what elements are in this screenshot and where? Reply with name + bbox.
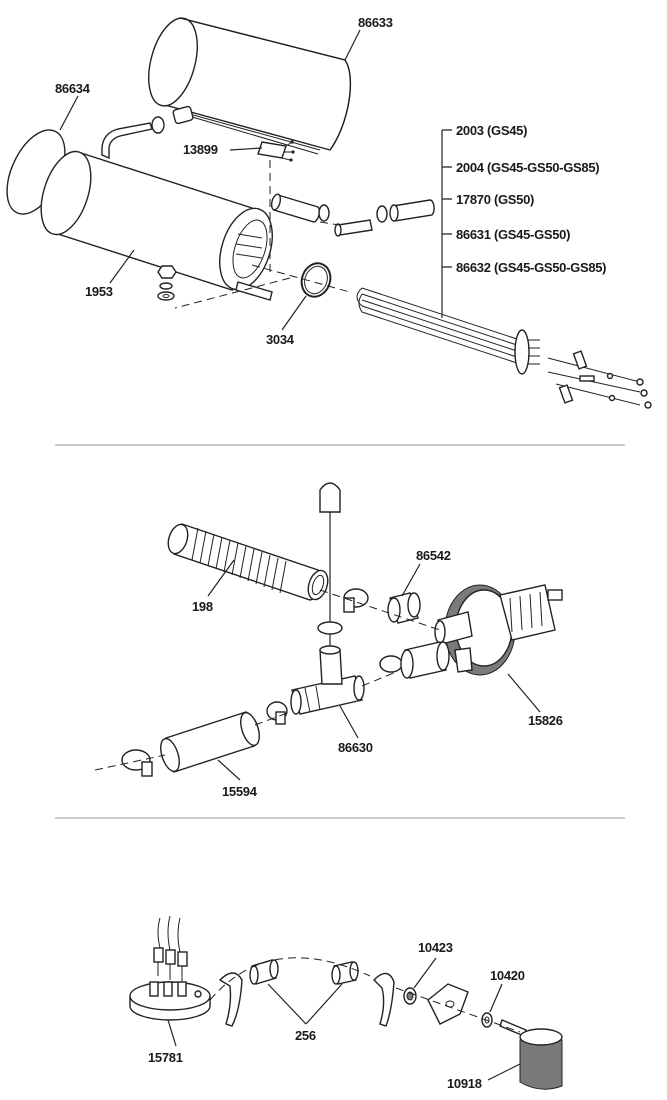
bracket-13899 xyxy=(257,140,295,162)
label-86633: 86633 xyxy=(358,15,393,30)
heater-body-1953 xyxy=(40,150,273,301)
heater-connector-tubes xyxy=(270,193,435,237)
heater-hardware xyxy=(157,265,177,301)
label-1953: 1953 xyxy=(85,284,113,299)
probe-cap xyxy=(319,482,341,660)
hose-198 xyxy=(167,523,329,601)
switch-wires xyxy=(153,915,188,982)
tee-fitting-86630 xyxy=(290,645,365,715)
heater-section xyxy=(6,17,652,409)
nut-10423 xyxy=(403,987,417,1005)
label-86542: 86542 xyxy=(416,548,451,563)
label-86634: 86634 xyxy=(55,81,91,96)
label-3034: 3034 xyxy=(266,332,295,347)
hose-15594 xyxy=(160,711,260,773)
label-256: 256 xyxy=(295,1028,316,1043)
label-10918: 10918 xyxy=(447,1076,482,1091)
label-86631: 86631 (GS45-GS50) xyxy=(456,227,570,242)
strap-right xyxy=(373,972,395,1027)
pump-15826 xyxy=(434,584,563,676)
gasket-3034 xyxy=(300,262,332,298)
label-13899: 13899 xyxy=(183,142,218,157)
spacers-256 xyxy=(249,959,359,985)
label-15594: 15594 xyxy=(222,784,258,799)
pump-clamps xyxy=(121,588,403,777)
pump-section xyxy=(94,482,563,781)
switch-section xyxy=(129,915,563,1090)
label-15781: 15781 xyxy=(148,1050,183,1065)
heating-element xyxy=(356,287,652,409)
label-10423: 10423 xyxy=(418,940,453,955)
label-2003: 2003 (GS45) xyxy=(456,123,527,138)
heater-elbow-tube xyxy=(101,105,194,160)
switch-body-15781 xyxy=(129,981,211,1021)
strap-left xyxy=(218,972,243,1027)
sleeve-86542 xyxy=(387,592,421,624)
lock-disc xyxy=(427,983,469,1025)
label-2004: 2004 (GS45-GS50-GS85) xyxy=(456,160,599,175)
heater-cover-86633 xyxy=(148,17,352,155)
pump-inlet-sleeve xyxy=(400,641,450,679)
knob-10918 xyxy=(519,1028,563,1090)
label-15826: 15826 xyxy=(528,713,563,728)
label-86632: 86632 (GS45-GS50-GS85) xyxy=(456,260,606,275)
label-198: 198 xyxy=(192,599,213,614)
label-10420: 10420 xyxy=(490,968,525,983)
label-17870: 17870 (GS50) xyxy=(456,192,534,207)
label-86630: 86630 xyxy=(338,740,373,755)
